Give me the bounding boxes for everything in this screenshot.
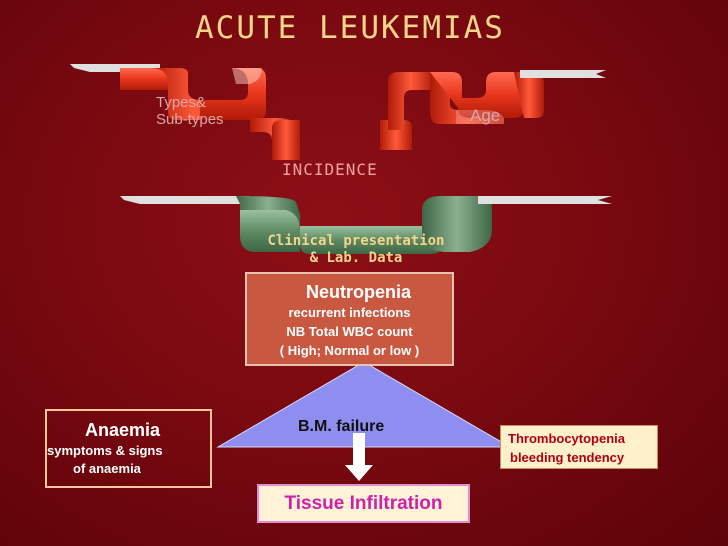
- anaemia-line1: symptoms & signs: [47, 443, 163, 458]
- ribbon-segment: [388, 72, 434, 130]
- neutropenia-line3: ( High; Normal or low ): [279, 343, 420, 358]
- anaemia-box: Anaemia symptoms & signs of anaemia: [45, 409, 212, 488]
- green-ribbons: [120, 196, 612, 254]
- ribbon-segment: [120, 68, 168, 90]
- clinical-line2: & Lab. Data: [309, 250, 403, 266]
- green-segment: [422, 196, 492, 252]
- types-line1: Types&: [156, 94, 207, 111]
- ribbon-segment: [430, 72, 524, 118]
- right-ribbon: [430, 70, 606, 124]
- clinical-line1: Clinical presentation: [267, 233, 445, 249]
- neutropenia-box: Neutropenia recurrent infections NB Tota…: [245, 272, 454, 366]
- anaemia-heading: Anaemia: [85, 420, 161, 440]
- thrombo-line1: Thrombocytopenia: [508, 431, 626, 446]
- anaemia-line2: of anaemia: [73, 461, 141, 476]
- middle-ribbon: [272, 72, 434, 160]
- tissue-infiltration-box: Tissue Infiltration: [257, 484, 470, 523]
- clinical-presentation-label: Clinical presentation & Lab. Data: [240, 233, 472, 267]
- neutropenia-heading: Neutropenia: [305, 282, 411, 302]
- page-title: ACUTE LEUKEMIAS: [195, 10, 505, 46]
- green-tail-right: [478, 196, 612, 204]
- thrombo-line2: bleeding tendency: [510, 450, 625, 465]
- green-segment: [300, 226, 444, 254]
- green-segment: [240, 210, 300, 252]
- incidence-label: INCIDENCE: [282, 160, 378, 179]
- age-label: Age: [470, 106, 501, 125]
- neutropenia-line1: recurrent infections: [288, 305, 411, 320]
- thrombocytopenia-box: Thrombocytopenia bleeding tendency: [500, 425, 658, 469]
- ribbon-highlight: [232, 68, 262, 84]
- down-arrow-icon: [345, 433, 373, 481]
- ribbon-tail-right: [520, 70, 606, 78]
- bm-failure-label: B.M. failure: [298, 418, 385, 435]
- green-tail-left: [120, 196, 250, 204]
- neutropenia-line2: NB Total WBC count: [286, 324, 413, 339]
- types-subtypes-label: Types& Sub-types: [156, 94, 224, 128]
- types-line2: Sub-types: [156, 111, 224, 128]
